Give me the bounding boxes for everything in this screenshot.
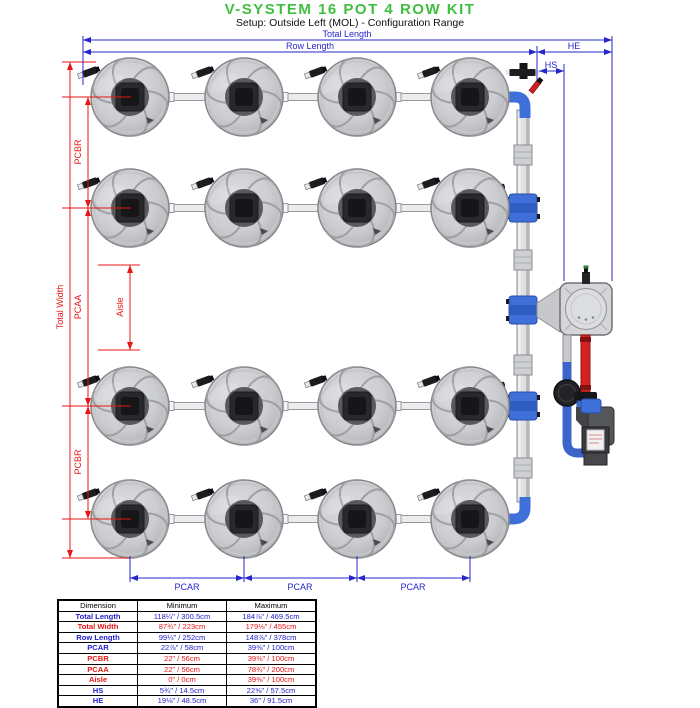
dimension-name: PCAA xyxy=(57,663,138,676)
dimension-name: HE xyxy=(57,695,138,708)
maximum-value: 148⅞" / 378cm xyxy=(226,631,317,644)
pot-r4-c2 xyxy=(190,476,287,562)
minimum-value: 19⅛" / 48.5cm xyxy=(137,695,227,708)
pcbr-bottom-label: PCBR xyxy=(73,449,83,475)
pot-r2-c4 xyxy=(416,165,513,251)
dimension-name: Total Width xyxy=(57,621,138,633)
maximum-value: 184⅞" / 469.5cm xyxy=(226,610,317,623)
dimension-name: PCAR xyxy=(57,642,138,654)
total-width-label: Total Width xyxy=(55,285,65,330)
aisle-label: Aisle xyxy=(115,297,125,317)
pot-r2-c2 xyxy=(190,165,287,251)
minimum-value: 22" / 56cm xyxy=(137,652,227,665)
manifold-top-elbow xyxy=(502,63,544,118)
minimum-value: 22⅞" / 58cm xyxy=(137,642,227,654)
pot-r1-c3 xyxy=(303,54,400,140)
blue-dimensions xyxy=(82,36,613,582)
he-label: HE xyxy=(568,41,581,51)
pot-r4-c3 xyxy=(303,476,400,562)
reservoir-top-fitting-icon xyxy=(582,272,590,284)
valve-icon xyxy=(528,77,544,94)
page-title: V-SYSTEM 16 POT 4 ROW KIT xyxy=(224,1,476,18)
red-return-pipe xyxy=(580,334,591,393)
header-maximum: Maximum xyxy=(226,599,317,612)
pots xyxy=(76,54,513,562)
pump-assembly xyxy=(553,334,615,466)
pot-r3-c4 xyxy=(416,363,513,449)
maximum-value: 179⅛" / 455cm xyxy=(226,621,317,633)
pcbr-top-label: PCBR xyxy=(73,139,83,165)
minimum-value: 22" / 56cm xyxy=(137,663,227,676)
pot-r4-c4 xyxy=(416,476,513,562)
minimum-value: 5¾" / 14.5cm xyxy=(137,684,227,697)
maximum-value: 39⅜" / 100cm xyxy=(226,652,317,665)
row-length-label: Row Length xyxy=(286,41,334,51)
maximum-value: 78¾" / 200cm xyxy=(226,663,317,676)
control-unit xyxy=(536,265,613,336)
red-dimensions xyxy=(62,61,140,559)
header-minimum: Minimum xyxy=(137,599,227,612)
pot-r1-c2 xyxy=(190,54,287,140)
hs-label: HS xyxy=(545,60,558,70)
pcar-label-2: PCAR xyxy=(287,582,313,592)
minimum-value: 87¾" / 223cm xyxy=(137,621,227,633)
row-pipes xyxy=(127,93,521,523)
dimension-name: HS xyxy=(57,684,138,697)
minimum-value: 99¼" / 252cm xyxy=(137,631,227,644)
pot-r3-c2 xyxy=(190,363,287,449)
minimum-value: 118¼" / 300.5cm xyxy=(137,610,227,623)
maximum-value: 36" / 91.5cm xyxy=(226,695,317,708)
dimension-name: PCBR xyxy=(57,652,138,665)
dimension-name: Row Length xyxy=(57,631,138,644)
pot-r2-c3 xyxy=(303,165,400,251)
total-length-label: Total Length xyxy=(322,29,371,39)
minimum-value: 0" / 0cm xyxy=(137,674,227,686)
dimension-name: Aisle xyxy=(57,674,138,686)
pcar-label-3: PCAR xyxy=(400,582,426,592)
pot-r1-c4 xyxy=(416,54,513,140)
pcar-label-1: PCAR xyxy=(174,582,200,592)
pcaa-label: PCAA xyxy=(73,295,83,320)
pipe-sleeves xyxy=(163,92,515,524)
system-diagram: Total Width PCBR PCAA PCBR Aisle Total L… xyxy=(55,29,615,592)
maximum-value: 39⅜" / 100cm xyxy=(226,642,317,654)
pot-r3-c3 xyxy=(303,363,400,449)
header-dimension: Dimension xyxy=(57,599,138,612)
table-header-row: Dimension Minimum Maximum xyxy=(57,599,317,612)
maximum-value: 39⅜" / 100cm xyxy=(226,674,317,686)
pump-label xyxy=(586,429,605,451)
maximum-value: 22⅝" / 57.5cm xyxy=(226,684,317,697)
dimension-name: Total Length xyxy=(57,610,138,623)
page-subtitle: Setup: Outside Left (MOL) - Configuratio… xyxy=(235,17,465,29)
